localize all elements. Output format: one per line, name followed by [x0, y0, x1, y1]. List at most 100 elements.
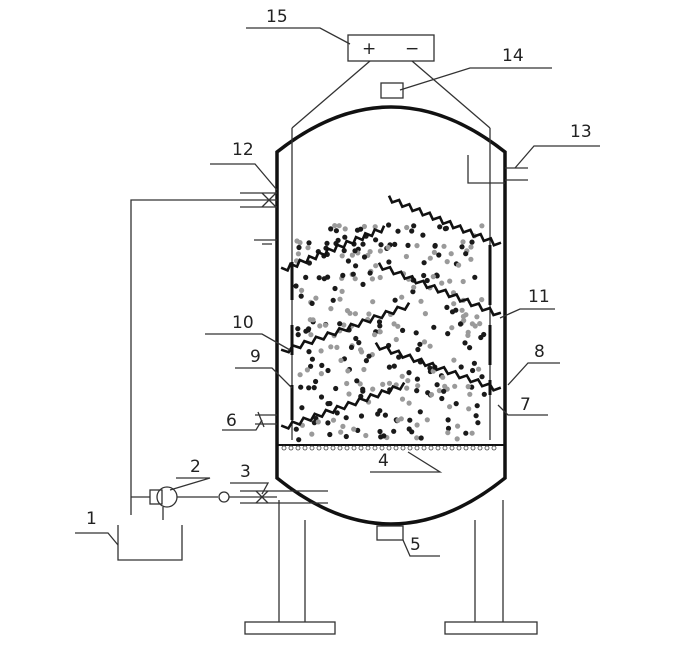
particle [366, 311, 372, 317]
particle [295, 326, 301, 332]
particle [339, 288, 345, 294]
particle [454, 436, 460, 442]
particle [404, 385, 410, 391]
particle [417, 341, 423, 347]
particle [475, 420, 481, 426]
water-outlet-pipe [467, 155, 505, 184]
particle [393, 336, 399, 343]
particle [455, 423, 461, 429]
plate-hole [302, 445, 308, 451]
recirculation-pipe [130, 199, 277, 515]
particle [341, 322, 347, 328]
particle [414, 388, 420, 394]
particle [424, 277, 430, 284]
plate-hole [491, 445, 497, 451]
label-6: 6 [226, 411, 237, 431]
particle [452, 383, 458, 389]
particle [413, 330, 419, 336]
plate-hole [463, 445, 469, 451]
particle [420, 232, 426, 238]
particle [377, 428, 383, 435]
particle [477, 321, 483, 327]
particle [461, 317, 467, 324]
particle [391, 321, 397, 327]
particle [478, 334, 484, 341]
particle [309, 300, 315, 306]
particle [322, 322, 329, 328]
particle [418, 298, 424, 304]
particle [400, 327, 406, 333]
particle [298, 384, 304, 390]
particle [321, 276, 327, 282]
particle [330, 297, 336, 303]
flowmeter [218, 491, 230, 503]
particle [445, 331, 451, 337]
particle [444, 259, 450, 265]
vessel-shell [275, 105, 507, 526]
particle [315, 419, 321, 425]
particle [373, 237, 379, 243]
baffle [377, 262, 502, 317]
particle [458, 364, 464, 370]
label-10: 10 [232, 313, 254, 333]
plate-hole [407, 445, 413, 451]
particle [377, 329, 383, 335]
particle [361, 366, 367, 373]
particle [460, 239, 466, 245]
leader-line [205, 333, 291, 351]
particle [479, 223, 485, 229]
particle [403, 253, 409, 260]
particle [370, 386, 376, 392]
particle [299, 287, 305, 293]
baffle [374, 341, 502, 392]
plus-terminal: + [362, 39, 376, 59]
label-2: 2 [190, 457, 201, 477]
plate-hole [470, 445, 476, 451]
particle [380, 381, 386, 387]
particle [309, 356, 315, 362]
particle [411, 223, 417, 229]
particle [427, 255, 433, 261]
particle [449, 325, 455, 331]
particle [378, 242, 384, 248]
particle [346, 391, 352, 397]
particle [443, 225, 449, 231]
particle [386, 364, 392, 370]
particle [363, 432, 369, 439]
power-wire-left [291, 60, 371, 129]
particle-electrodes [293, 222, 487, 443]
plate-hole [281, 445, 287, 451]
particle [467, 345, 473, 351]
leader-line [210, 163, 278, 191]
particle [451, 357, 457, 363]
particle [421, 272, 427, 279]
power-wire-right [411, 60, 491, 129]
baffle [387, 195, 502, 247]
label-15: 15 [266, 7, 288, 27]
baffle [280, 225, 386, 273]
label-9: 9 [250, 347, 261, 367]
particle [481, 391, 487, 397]
particle [334, 344, 340, 350]
plate-hole [386, 445, 392, 451]
particle [375, 411, 381, 417]
leader-line [507, 362, 560, 386]
particle [427, 365, 433, 371]
particle [467, 391, 473, 397]
particle [336, 223, 342, 229]
leader-line [399, 67, 552, 91]
particle [422, 311, 428, 317]
leader-line [499, 308, 555, 319]
inlet-valve [261, 192, 277, 208]
particle [295, 332, 301, 338]
particle [469, 430, 475, 436]
plate-hole [393, 445, 399, 451]
plate-hole [372, 445, 378, 451]
particle [348, 344, 355, 350]
particle [459, 307, 465, 313]
particle [337, 296, 343, 302]
particle [430, 274, 436, 280]
particle [406, 400, 412, 406]
